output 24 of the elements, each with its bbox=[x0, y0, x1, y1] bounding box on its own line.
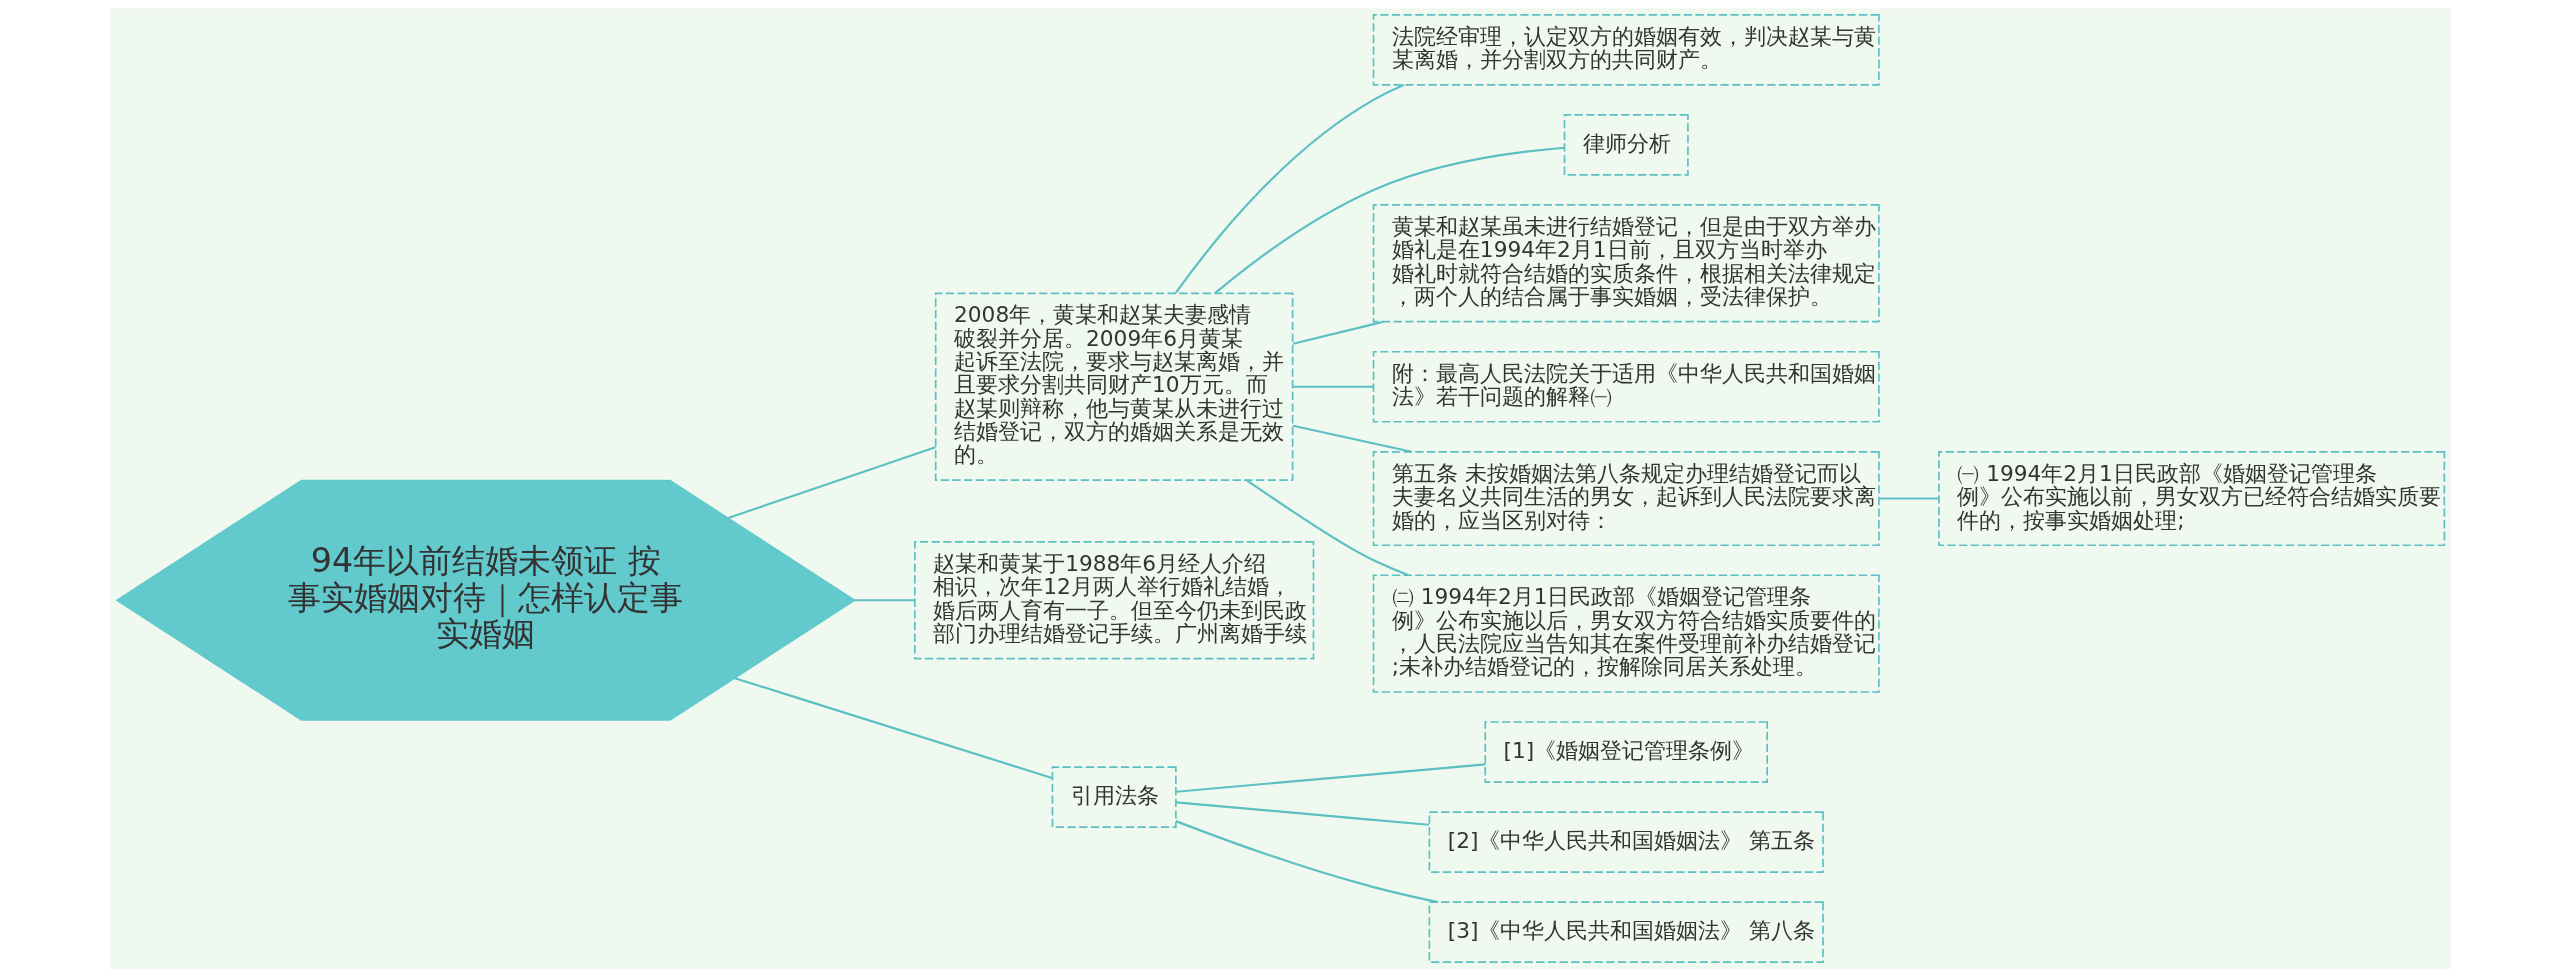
connector bbox=[1175, 763, 1485, 793]
node-box: 第五条 未按婚姻法第八条规定办理结婚登记而以夫妻名义共同生活的男女，起诉到人民法院要求离婚的，应当区别对待： bbox=[1372, 450, 1880, 547]
connector bbox=[1175, 801, 1429, 826]
connector bbox=[1175, 820, 1438, 904]
node-box: [3]《中华人民共和国婚姻法》 第八条 bbox=[1428, 901, 1824, 964]
node-box: 法院经审理，认定双方的婚姻有效，判决赵某与黄某离婚，并分割双方的共同财产。 bbox=[1372, 13, 1880, 86]
node-box: ㈠ 1994年2月1日民政部《婚姻登记管理条例》公布实施以前，男女双方已经符合结婚实质要件的，按事实婚姻处理; bbox=[1937, 450, 2445, 547]
connector bbox=[727, 446, 936, 520]
node-box: ㈡ 1994年2月1日民政部《婚姻登记管理条例》公布实施以后，男女双方符合结婚实质要件的，人民法院应当告知其在案件受理前补办结婚登记;未补办结婚登记的，按解除同居关系处理。 bbox=[1372, 574, 1880, 693]
connector bbox=[734, 677, 1052, 780]
node-box: [1]《婚姻登记管理条例》 bbox=[1483, 721, 1768, 783]
connector bbox=[1213, 146, 1564, 294]
node-box: 黄某和赵某虽未进行结婚登记，但是由于双方举办婚礼是在1994年2月1日前，且双方当时举办婚礼时就符合结婚的实质条件，根据相关法律规定，两个人的结合属于事实婚姻，受法律保护。 bbox=[1372, 204, 1880, 323]
node-box: 律师分析 bbox=[1563, 114, 1689, 176]
connector bbox=[1174, 84, 1404, 294]
node-box: 引用法条 bbox=[1051, 766, 1177, 828]
connector bbox=[854, 599, 915, 602]
connector bbox=[1292, 385, 1373, 388]
node-box: [2]《中华人民共和国婚姻法》 第五条 bbox=[1428, 811, 1824, 873]
node-box: 赵某和黄某于1988年6月经人介绍相识，次年12月两人举行婚礼结婚，婚后两人育有一子。但至今仍未到民政部门办理结婚登记手续。广州离婚手续 bbox=[913, 541, 1314, 660]
connector bbox=[1878, 497, 1939, 500]
node-box: 附：最高人民法院关于适用《中华人民共和国婚姻法》若干问题的解释㈠ bbox=[1372, 350, 1880, 423]
connector bbox=[1292, 320, 1384, 345]
node-box: 2008年，黄某和赵某夫妻感情破裂并分居。2009年6月黄某起诉至法院，要求与赵某离婚，并且要求分割共同财产10万元。而赵某则辩称，他与黄某从未进行过结婚登记，双方的婚姻关系是无效的。 bbox=[934, 292, 1293, 481]
